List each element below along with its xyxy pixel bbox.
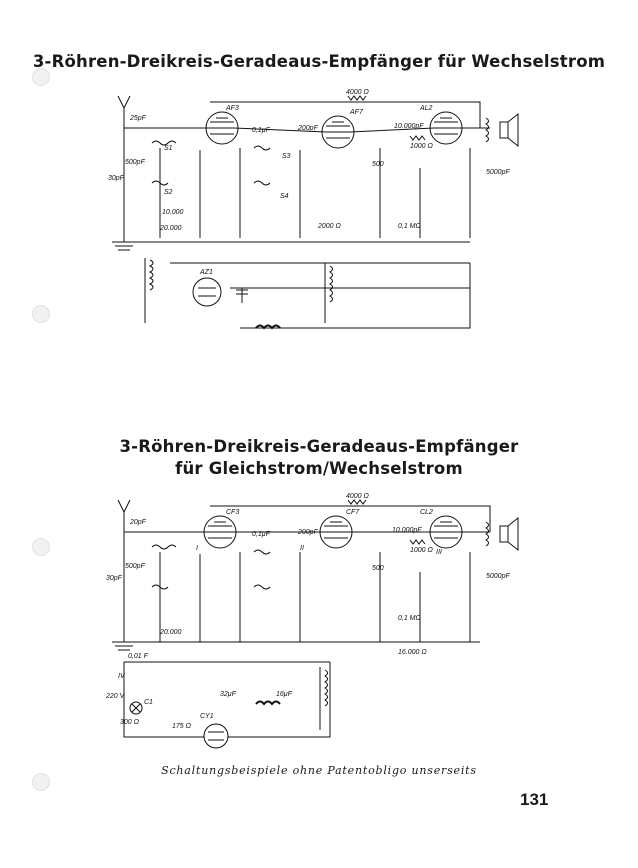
tube-af7: AF7 xyxy=(321,109,364,149)
svg-text:4000 Ω: 4000 Ω xyxy=(346,89,370,96)
svg-text:5000pF: 5000pF xyxy=(486,573,510,580)
svg-text:30pF: 30pF xyxy=(108,175,125,182)
resistor-1000 xyxy=(409,539,426,545)
label-az1: AZ1 xyxy=(199,269,213,276)
svg-text:500pF: 500pF xyxy=(125,563,146,570)
svg-text:20.000: 20.000 xyxy=(159,225,182,232)
svg-text:S2: S2 xyxy=(164,189,173,196)
svg-text:S4: S4 xyxy=(280,193,289,200)
page-title-bottom-line2: für Gleichstrom/Wechselstrom xyxy=(175,459,463,478)
punch-hole xyxy=(32,773,50,791)
page-number: 131 xyxy=(520,790,549,809)
page-title-top: 3-Röhren-Dreikreis-Geradeaus-Empfänger f… xyxy=(32,52,606,71)
svg-text:20pF: 20pF xyxy=(129,519,147,526)
svg-text:0,1μF: 0,1μF xyxy=(252,531,271,538)
label-af7: AF7 xyxy=(349,109,364,116)
svg-text:5000pF: 5000pF xyxy=(486,169,510,176)
choke xyxy=(324,263,333,323)
speaker-icon xyxy=(499,112,519,148)
svg-text:500: 500 xyxy=(372,161,384,168)
page-title-bottom: 3-Röhren-Dreikreis-Geradeaus-Empfänger f… xyxy=(0,436,638,480)
filter-choke xyxy=(255,324,281,330)
output-transformer xyxy=(485,521,489,547)
svg-text:220 V: 220 V xyxy=(105,693,126,700)
c1-lamp-icon xyxy=(129,701,143,715)
figure-caption: Schaltungsbeispiele ohne Patentobligo un… xyxy=(161,764,477,777)
svg-text:200pF: 200pF xyxy=(297,529,319,536)
resistor-4000 xyxy=(347,95,367,101)
label-cy1: CY1 xyxy=(200,713,214,720)
speaker-icon xyxy=(499,516,519,552)
svg-text:0,1 MΩ: 0,1 MΩ xyxy=(398,223,422,230)
label-cf7: CF7 xyxy=(346,509,360,516)
svg-text:0,1μF: 0,1μF xyxy=(252,127,271,134)
resistor-4000 xyxy=(347,499,367,505)
svg-text:175 Ω: 175 Ω xyxy=(172,723,192,730)
svg-text:20.000: 20.000 xyxy=(159,629,182,636)
punch-hole xyxy=(32,538,50,556)
label-cl2: CL2 xyxy=(420,509,433,516)
svg-text:4000 Ω: 4000 Ω xyxy=(346,493,370,500)
tube-af3: AF3 xyxy=(205,105,239,145)
antenna-icon xyxy=(117,95,131,128)
svg-text:10.000pF: 10.000pF xyxy=(394,123,424,130)
svg-text:0,01 F: 0,01 F xyxy=(128,653,149,660)
tube-cl2: CL2 xyxy=(420,509,463,549)
svg-text:1000 Ω: 1000 Ω xyxy=(410,143,434,150)
svg-text:32μF: 32μF xyxy=(220,691,237,698)
svg-text:IV: IV xyxy=(118,673,126,680)
schematic-top: AF3 AF7 AL2 AZ1 25pF 500pF 30pF 0,1μF 20… xyxy=(108,89,519,330)
svg-text:III: III xyxy=(436,549,442,556)
coil-s3 xyxy=(253,549,271,590)
svg-text:300 Ω: 300 Ω xyxy=(120,719,140,726)
svg-text:S3: S3 xyxy=(282,153,291,160)
ground-icon xyxy=(112,241,136,251)
punch-hole xyxy=(32,305,50,323)
svg-text:200pF: 200pF xyxy=(297,125,319,132)
svg-text:S1: S1 xyxy=(164,145,173,152)
label-cf3: CF3 xyxy=(226,509,239,516)
tube-az1: AZ1 xyxy=(192,269,222,307)
schematic-bottom: CF3 CF7 CL2 CY1 20pF 500pF 30pF 0,1μF 20… xyxy=(105,493,519,749)
svg-text:10.000pF: 10.000pF xyxy=(392,527,422,534)
filter-cap xyxy=(236,288,248,303)
resistor-1000 xyxy=(409,135,426,141)
page-title-bottom-line1: 3-Röhren-Dreikreis-Geradeaus-Empfänger xyxy=(119,437,519,456)
tube-al2: AL2 xyxy=(419,105,463,145)
tube-cf3: CF3 xyxy=(203,509,239,549)
ground-icon xyxy=(112,641,136,651)
punch-hole xyxy=(32,68,50,86)
svg-text:16μF: 16μF xyxy=(276,691,293,698)
svg-text:2000 Ω: 2000 Ω xyxy=(317,223,342,230)
antenna-icon xyxy=(117,499,131,532)
svg-text:II: II xyxy=(300,545,304,552)
svg-text:500: 500 xyxy=(372,565,384,572)
filter-choke xyxy=(255,700,281,706)
output-transformer xyxy=(485,117,489,143)
svg-text:1000 Ω: 1000 Ω xyxy=(410,547,434,554)
svg-text:10.000: 10.000 xyxy=(162,209,184,216)
svg-text:500pF: 500pF xyxy=(125,159,146,166)
power-transformer xyxy=(144,258,154,323)
svg-text:30pF: 30pF xyxy=(106,575,123,582)
svg-text:0,1 MΩ: 0,1 MΩ xyxy=(398,615,422,622)
svg-text:I: I xyxy=(196,545,198,552)
tube-cf7: CF7 xyxy=(319,509,360,549)
svg-text:C1: C1 xyxy=(144,699,153,706)
tube-cy1: CY1 xyxy=(200,713,229,749)
choke xyxy=(319,667,328,730)
svg-text:16.000 Ω: 16.000 Ω xyxy=(398,649,427,656)
label-al2: AL2 xyxy=(419,105,433,112)
label-af3: AF3 xyxy=(225,105,239,112)
coil-s3 xyxy=(253,145,271,186)
svg-text:25pF: 25pF xyxy=(129,115,147,122)
coil-s1 xyxy=(151,544,177,590)
